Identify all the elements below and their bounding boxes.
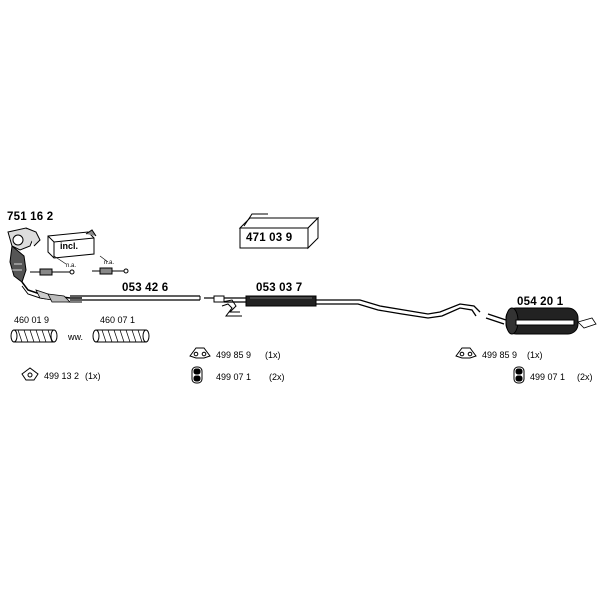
front-pipe-label: 053 42 6 (122, 282, 169, 294)
hanger-left-row: 499 85 9 (1x) (216, 350, 281, 360)
rubber-right-row: 499 07 1 (2x) (530, 372, 593, 382)
rear-silencer-icon (485, 307, 597, 335)
rear-silencer-label: 054 20 1 (517, 296, 564, 308)
flex-pipe-icon (10, 329, 58, 343)
na-label-2: n.a. (104, 260, 115, 266)
hanger-left-number: 499 85 9 (216, 350, 252, 360)
middle-silencer-icon (245, 295, 481, 319)
rubber-right-number: 499 07 1 (530, 372, 566, 382)
gasket-number: 499 13 2 (44, 371, 80, 381)
gasket-row: 499 13 2 (1x) (44, 371, 101, 381)
na-leader (53, 255, 67, 265)
rubber-right-qty: (2x) (577, 372, 593, 382)
rubber-left-qty: (2x) (269, 372, 285, 382)
alt-text-label: ww. (68, 332, 84, 342)
rubber-left-number: 499 07 1 (216, 372, 252, 382)
gasket-qty: (1x) (85, 371, 101, 381)
hanger-right-qty: (1x) (527, 350, 543, 360)
lambda-sensor-icon (30, 268, 75, 276)
rubber-mount-icon (513, 366, 525, 384)
lambda-sensor-icon (92, 267, 129, 275)
gasket-icon (21, 367, 39, 381)
flex-pipe-icon (92, 329, 150, 343)
hanger-right-row: 499 85 9 (1x) (482, 350, 543, 360)
hanger-icon (455, 347, 477, 359)
front-pipe (35, 289, 201, 303)
incl-kit-box-icon (47, 229, 97, 259)
middle-silencer-label: 053 03 7 (256, 282, 303, 294)
catalytic-converter-label: 751 16 2 (7, 211, 54, 223)
hanger-right-number: 499 85 9 (482, 350, 518, 360)
hanger-icon (189, 347, 211, 359)
rubber-left-row: 499 07 1 (2x) (216, 372, 285, 382)
mount-kit-box-icon (238, 213, 320, 250)
incl-label: incl. (60, 241, 79, 251)
flex-pipe-a-label: 460 01 9 (14, 315, 50, 325)
rubber-mount-icon (191, 366, 203, 384)
middle-pipe (204, 295, 246, 317)
hanger-left-qty: (1x) (265, 350, 281, 360)
mount-kit-label: 471 03 9 (246, 232, 293, 244)
na-leader (99, 255, 109, 263)
flex-pipe-b-label: 460 07 1 (100, 315, 136, 325)
na-label-1: n.a. (66, 263, 77, 269)
